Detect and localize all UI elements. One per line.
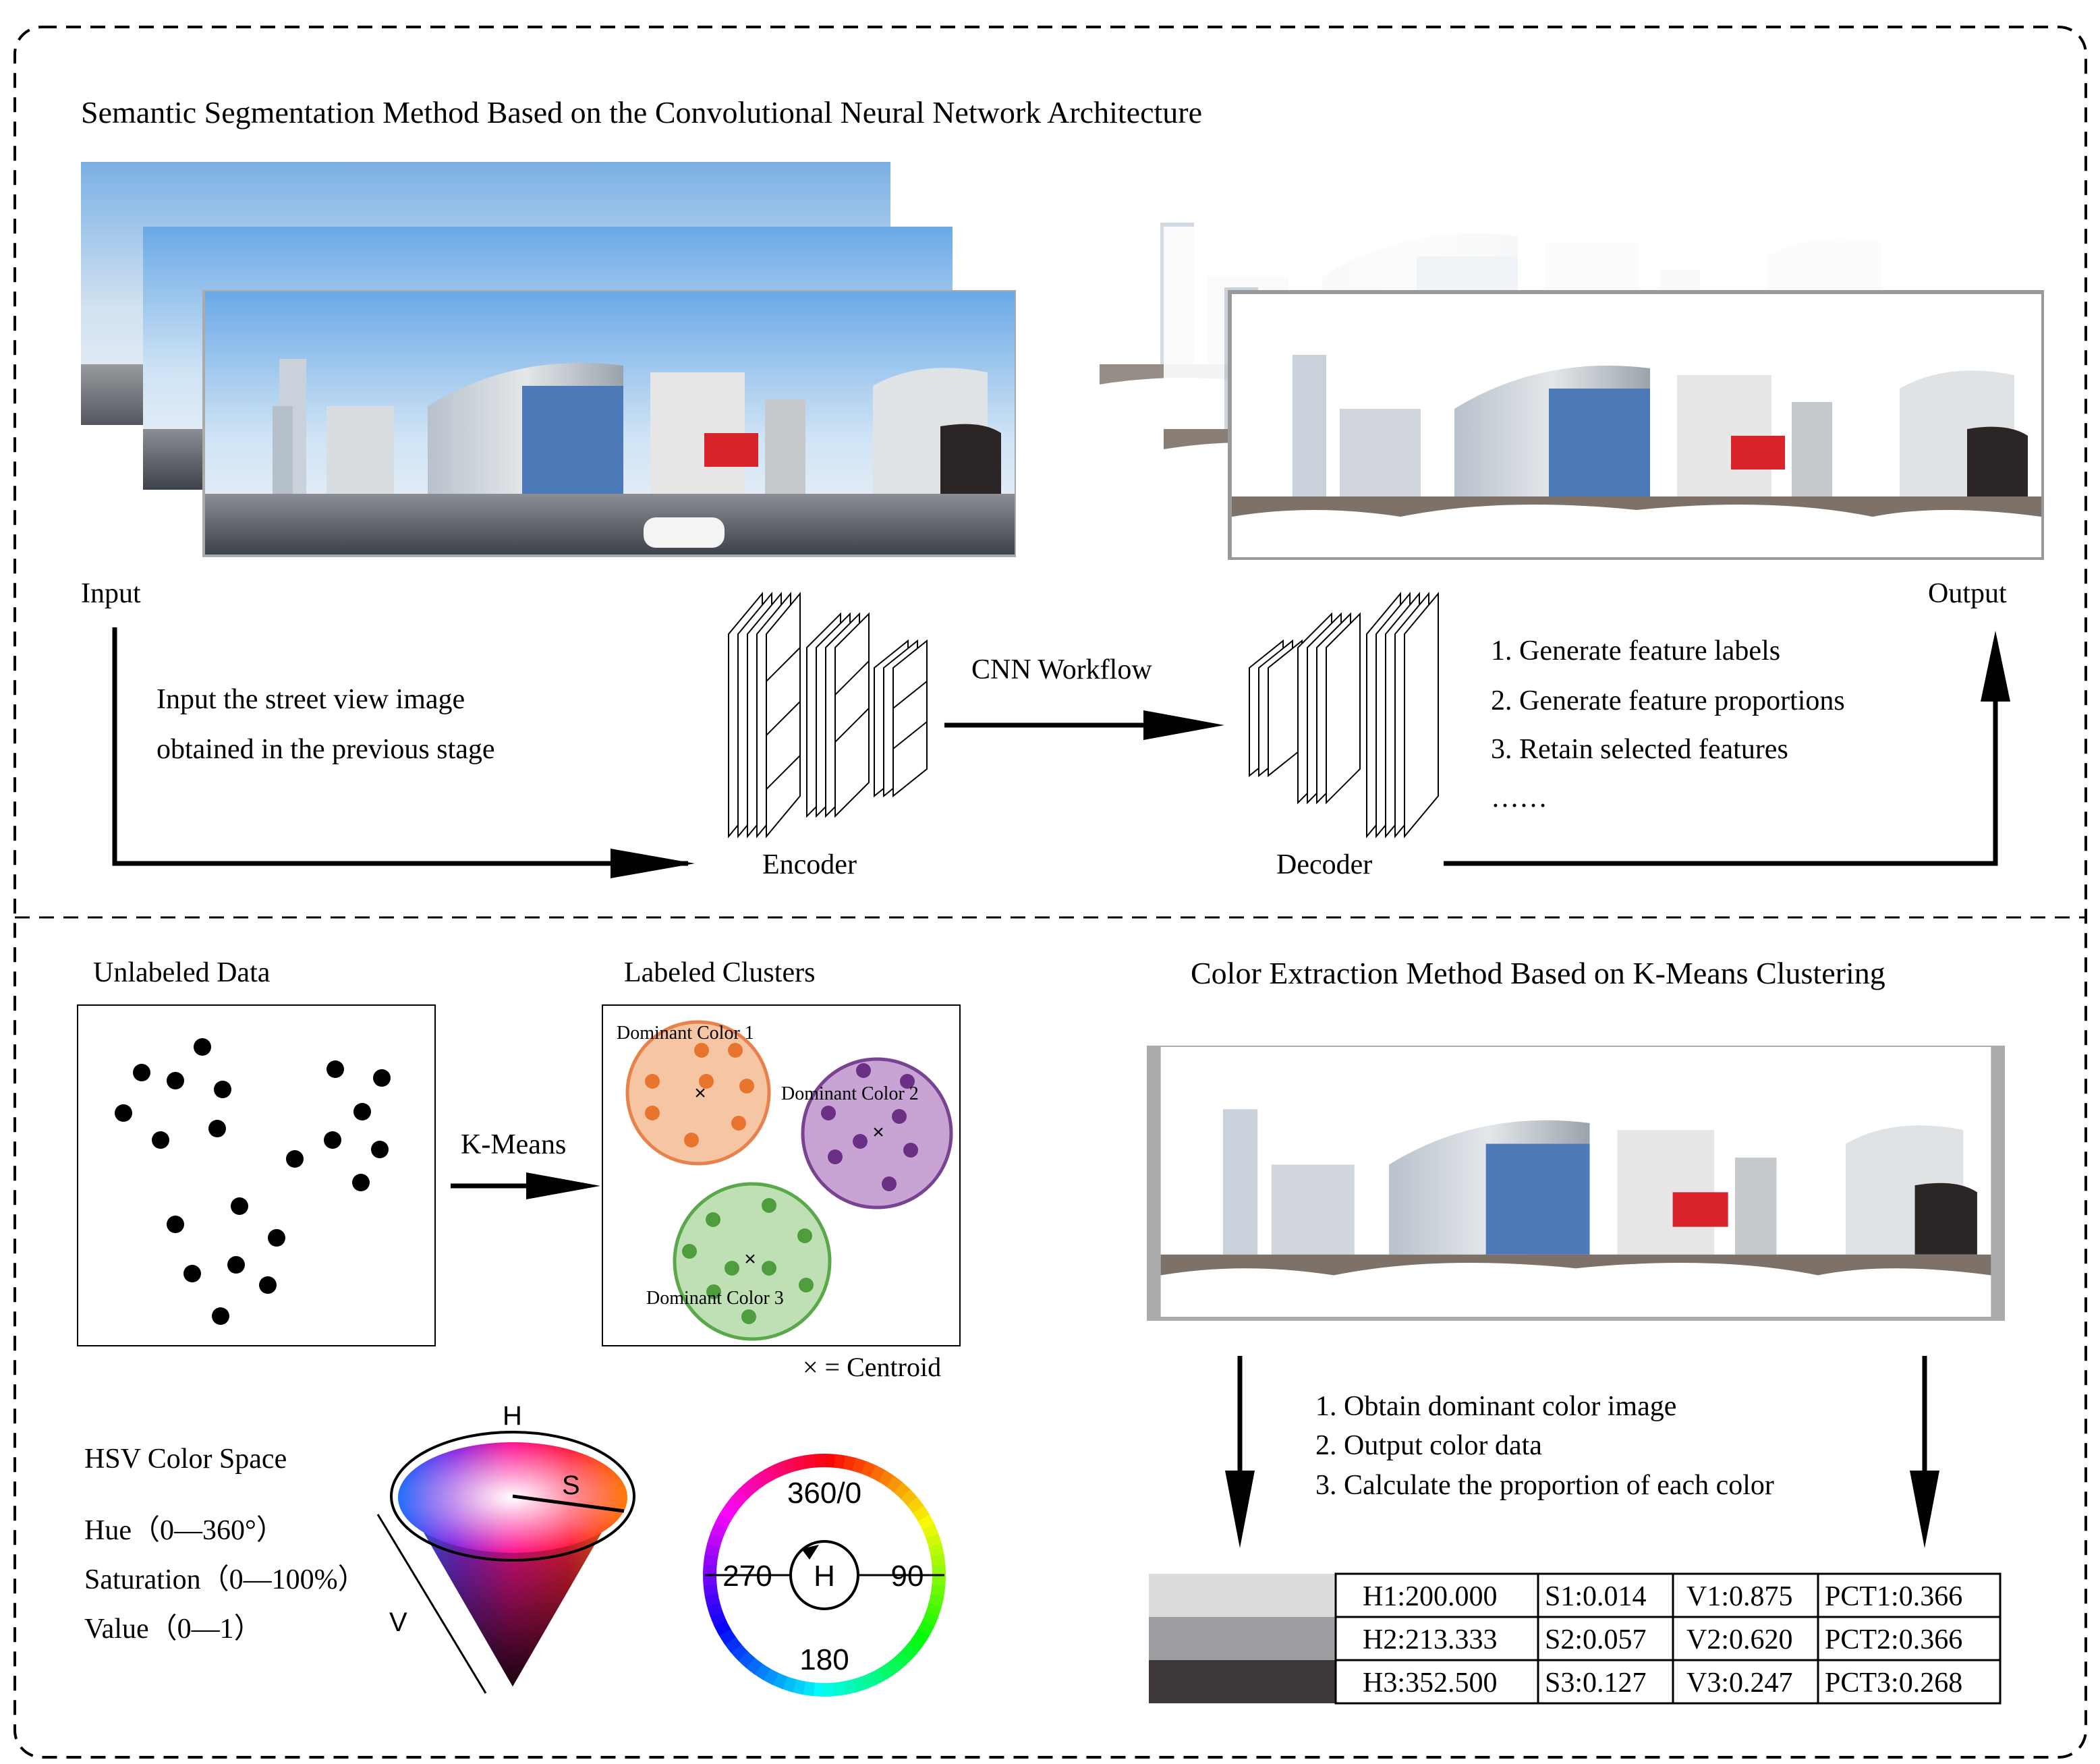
v1-value: V1:0.875 — [1686, 1581, 1793, 1612]
input-desc-line1: Input the street view image — [157, 684, 465, 715]
encoder-layers — [728, 592, 928, 838]
cluster-1: × Dominant Color 1 — [617, 1020, 771, 1166]
kmeans-label: K-Means — [461, 1129, 566, 1160]
pct3-value: PCT3:0.268 — [1825, 1668, 1962, 1699]
v2-value: V2:0.620 — [1686, 1624, 1793, 1655]
color-extraction-steps: 1. Obtain dominant color image 2. Output… — [1315, 1391, 1774, 1501]
svg-text:×: × — [694, 1082, 706, 1104]
hue-wheel: H 360/0 270 90 180 — [702, 1453, 946, 1697]
seg-step-more: …… — [1491, 783, 1548, 814]
seg-step-3: 3. Retain selected features — [1491, 734, 1788, 765]
svg-text:×: × — [872, 1121, 884, 1143]
wheel-bottom-label: 180 — [799, 1643, 849, 1676]
color-step-1: 1. Obtain dominant color image — [1315, 1391, 1676, 1422]
cluster-2: × Dominant Color 2 — [781, 1057, 953, 1210]
top-title: Semantic Segmentation Method Based on th… — [81, 95, 1202, 130]
input-desc-line2: obtained in the previous stage — [157, 734, 495, 765]
swatch-3 — [1149, 1660, 1336, 1703]
cnn-workflow-arrowhead — [1143, 710, 1224, 740]
left-down-arrowhead — [1225, 1471, 1255, 1548]
cone-s-label: S — [562, 1471, 580, 1500]
color-step-3: 3. Calculate the proportion of each colo… — [1315, 1470, 1774, 1501]
unlabeled-points — [115, 1038, 391, 1325]
input-flow-arrow — [112, 627, 688, 866]
centroid-legend: × = Centroid — [803, 1352, 941, 1382]
hsv-title: HSV Color Space — [84, 1444, 287, 1475]
unlabeled-box — [77, 1004, 436, 1346]
hsv-saturation: Saturation（0—100%） — [84, 1564, 366, 1595]
hsv-value: Value（0—1） — [84, 1614, 262, 1645]
cone-h-label: H — [503, 1401, 522, 1431]
encoder-label: Encoder — [762, 849, 857, 880]
seg-step-1: 1. Generate feature labels — [1491, 635, 1780, 666]
h2-value: H2:213.333 — [1363, 1624, 1498, 1655]
decoder-label: Decoder — [1276, 849, 1372, 880]
pct2-value: PCT2:0.366 — [1825, 1624, 1962, 1655]
hue-ring-segment — [814, 1454, 827, 1468]
kmeans-arrowhead — [526, 1172, 600, 1199]
color-step-2: 2. Output color data — [1315, 1430, 1542, 1461]
hsv-hue: Hue（0—360°） — [84, 1515, 285, 1546]
color-table: H1:200.000 S1:0.014 V1:0.875 PCT1:0.366 … — [1149, 1572, 2002, 1705]
cluster-1-label: Dominant Color 1 — [617, 1023, 754, 1044]
output-label: Output — [1928, 578, 2007, 609]
segmentation-steps: 1. Generate feature labels 2. Generate f… — [1491, 635, 1845, 814]
pct1-value: PCT1:0.366 — [1825, 1581, 1962, 1612]
svg-text:×: × — [744, 1248, 756, 1270]
right-down-arrowhead — [1910, 1471, 1939, 1548]
dominant-color-source-image — [1147, 1046, 2005, 1321]
wheel-right-label: 90 — [891, 1560, 924, 1593]
hsv-cone: H S V — [376, 1401, 635, 1694]
cluster-3-label: Dominant Color 3 — [646, 1288, 784, 1309]
cnn-workflow-label: CNN Workflow — [971, 654, 1152, 685]
h1-value: H1:200.000 — [1363, 1581, 1498, 1612]
unlabeled-title: Unlabeled Data — [93, 957, 271, 988]
output-image-stack — [1100, 162, 2044, 560]
wheel-top-label: 360/0 — [787, 1477, 861, 1510]
seg-step-2: 2. Generate feature proportions — [1491, 685, 1845, 716]
output-flow-arrowhead — [1981, 631, 2010, 702]
labeled-title: Labeled Clusters — [624, 957, 815, 988]
input-label: Input — [81, 578, 141, 609]
input-image-stack — [81, 162, 1016, 557]
input-flow-arrowhead — [611, 849, 695, 878]
color-extraction-title: Color Extraction Method Based on K-Means… — [1191, 956, 1885, 990]
output-flow-arrow — [1444, 695, 1998, 866]
h3-value: H3:352.500 — [1363, 1668, 1498, 1699]
s1-value: S1:0.014 — [1545, 1581, 1647, 1612]
cluster-3: × Dominant Color 3 — [646, 1182, 832, 1341]
swatch-1 — [1149, 1574, 1336, 1617]
decoder-layers — [1249, 592, 1439, 838]
cluster-2-label: Dominant Color 2 — [781, 1083, 919, 1104]
s3-value: S3:0.127 — [1545, 1668, 1647, 1699]
swatch-2 — [1149, 1617, 1336, 1660]
v3-value: V3:0.247 — [1686, 1668, 1793, 1699]
outer-frame — [13, 26, 2087, 1759]
s2-value: S2:0.057 — [1545, 1624, 1647, 1655]
wheel-center-label: H — [814, 1560, 835, 1593]
cone-v-label: V — [389, 1607, 407, 1637]
wheel-left-label: 270 — [722, 1560, 772, 1593]
